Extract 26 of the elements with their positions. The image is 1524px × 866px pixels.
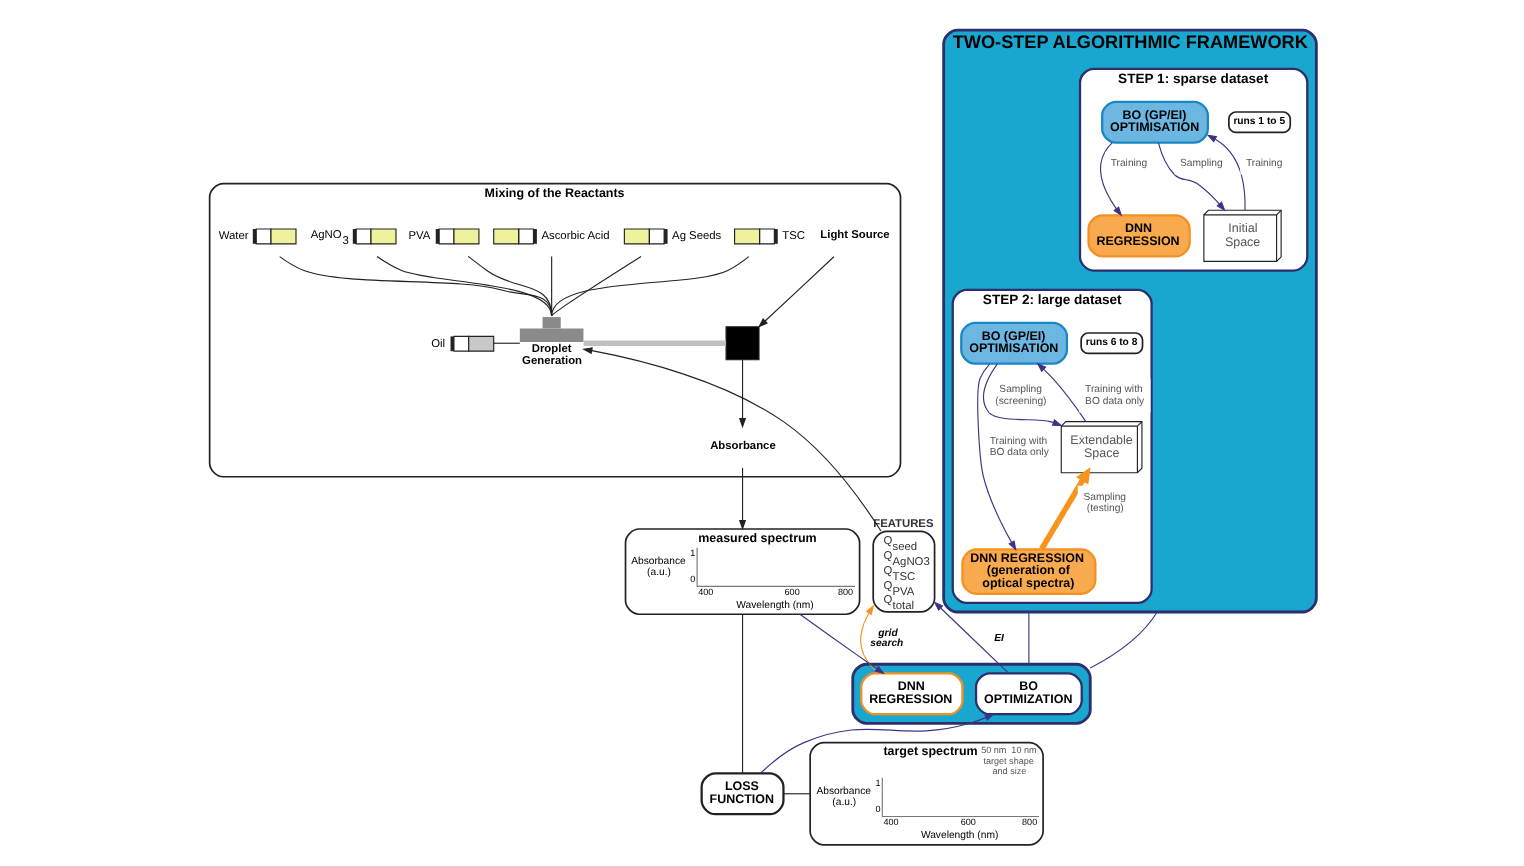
arrow [859,604,879,674]
connector [1027,611,1029,665]
connector [1088,611,1157,669]
connector [550,256,749,317]
connector [781,793,810,795]
connector [375,255,552,317]
arrow [737,467,746,531]
arrow [1038,466,1090,551]
arrow [1205,134,1245,211]
arrow [581,347,881,532]
arrow [932,601,1009,674]
arrow [798,613,884,675]
arrow [737,359,746,429]
connector [550,255,641,317]
connector [582,340,725,347]
arrow [756,256,834,328]
arrow [758,713,994,774]
arrow [1035,362,1086,423]
arrow [1099,142,1122,217]
arrow [982,363,1062,426]
arrow [976,363,1016,551]
node-box [724,326,759,361]
arrow [1156,142,1225,212]
connector [278,256,552,317]
connector [491,342,520,344]
connector [740,614,743,774]
